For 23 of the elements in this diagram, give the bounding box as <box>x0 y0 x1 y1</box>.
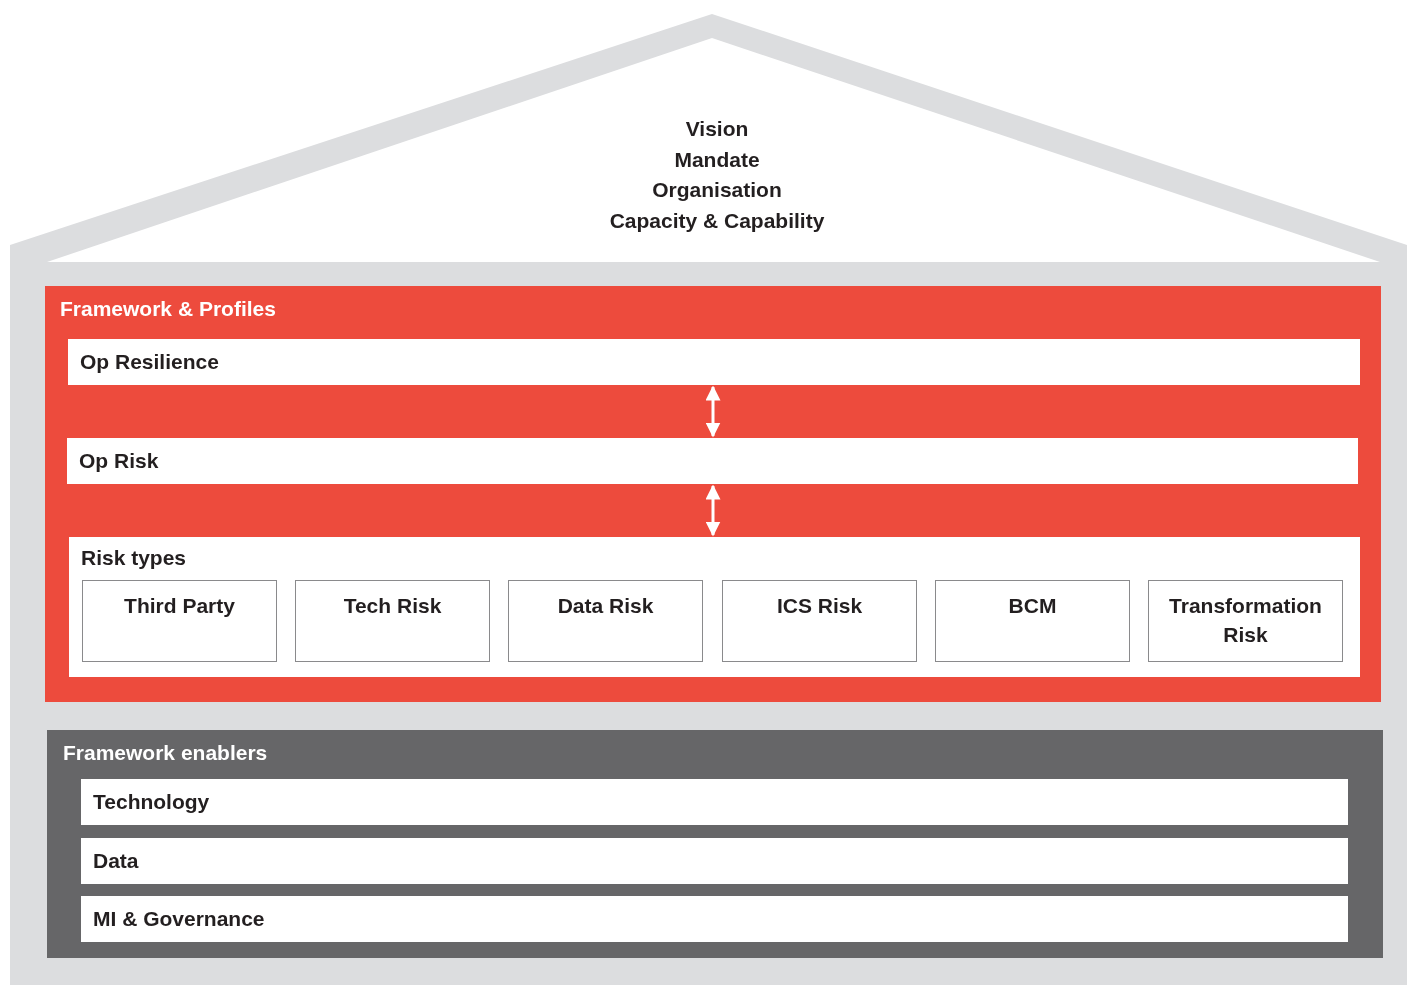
risk-box: Data Risk <box>508 580 703 662</box>
risk-box: Third Party <box>82 580 277 662</box>
layer-bar: Technology <box>81 779 1348 825</box>
panel-title: Framework & Profiles <box>60 296 276 321</box>
risk-types-panel <box>69 537 1360 677</box>
layer-bar: MI & Governance <box>81 896 1348 942</box>
risk-box: Tech Risk <box>295 580 490 662</box>
layer-bar: Op Risk <box>67 438 1358 484</box>
layer-bar: Op Resilience <box>68 339 1360 385</box>
risk-box: BCM <box>935 580 1130 662</box>
heading-text: Mandate <box>674 146 760 172</box>
risk-box: ICS Risk <box>722 580 917 662</box>
panel-title: Risk types <box>81 545 187 570</box>
double-arrow <box>705 484 721 537</box>
heading-text: Organisation <box>652 177 782 203</box>
framework-panel <box>45 286 1381 702</box>
risk-box: Transformation Risk <box>1148 580 1343 662</box>
layer-bar: Data <box>81 838 1348 884</box>
double-arrow <box>705 385 721 438</box>
panel-title: Framework enablers <box>63 740 268 765</box>
heading-text: Capacity & Capability <box>609 208 825 234</box>
enablers-panel <box>47 730 1383 958</box>
heading-text: Vision <box>685 116 749 141</box>
